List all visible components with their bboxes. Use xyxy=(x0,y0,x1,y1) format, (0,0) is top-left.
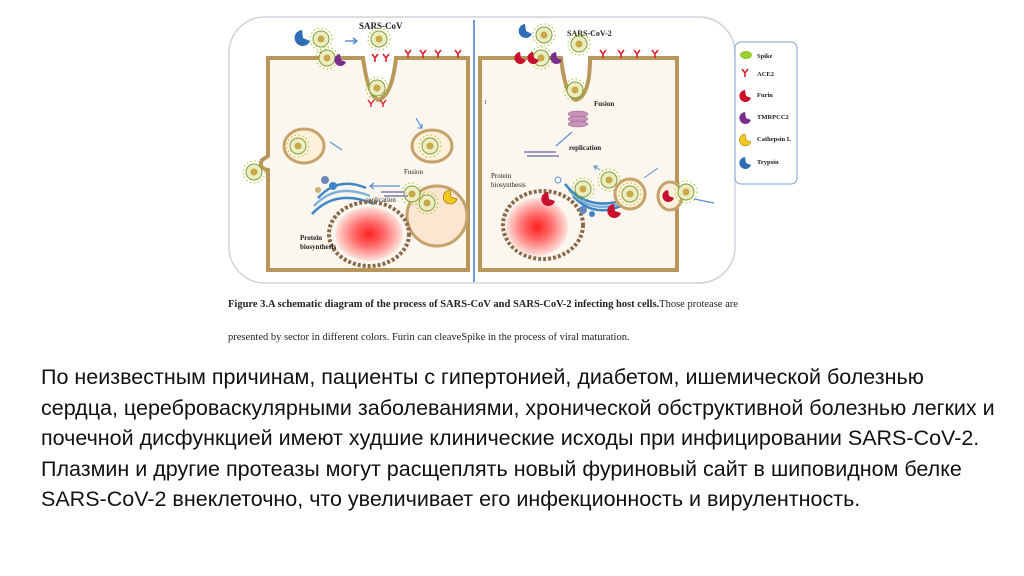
ace2-receptors-right xyxy=(599,49,659,58)
legend-label: Spike xyxy=(757,53,773,60)
furin-icon xyxy=(662,190,674,202)
rna-coil xyxy=(567,110,589,128)
rna-strands xyxy=(381,191,408,197)
legend-box xyxy=(734,41,798,185)
legend-ace2: ACE2 xyxy=(741,68,774,78)
figure-caption-bold: Figure 3.A schematic diagram of the proc… xyxy=(228,299,660,310)
left-virus-title: SARS-CoV xyxy=(359,21,403,31)
furin-icon xyxy=(607,204,621,218)
replication-label-right: replication xyxy=(569,144,601,152)
trypsin-icon xyxy=(518,24,532,38)
legend-cathepsin-l: Cathepsin L xyxy=(739,133,792,147)
legend-spike: Spike xyxy=(740,51,773,60)
figure-caption-line2: presented by sector in different colors.… xyxy=(228,332,630,343)
figure-caption-line1: Figure 3.A schematic diagram of the proc… xyxy=(228,299,738,310)
endosome xyxy=(410,128,454,164)
fusion-endosome xyxy=(405,184,469,248)
exocytosis-vesicle xyxy=(656,180,684,212)
trypsin-icon xyxy=(294,30,310,46)
golgi-cluster xyxy=(315,176,337,193)
body-paragraph: По неизвестным причинам, пациенты с гипе… xyxy=(41,365,995,511)
legend-label: TMRPCC2 xyxy=(757,114,789,121)
endosome xyxy=(613,177,647,211)
furin-icon xyxy=(514,52,526,64)
figure-caption-rest: Those protease are xyxy=(659,299,738,310)
furin-icon xyxy=(527,52,539,64)
right-virus-title: SARS-CoV-2 xyxy=(567,29,612,38)
protein-label-right: Protein xyxy=(491,172,512,180)
legend-tmprss2: TMRPCC2 xyxy=(739,112,789,124)
arrow-icon xyxy=(345,37,359,45)
mark-1: 1 xyxy=(484,100,487,106)
nucleus-left xyxy=(327,200,411,268)
biosynthesis-label-right: biosynthesis xyxy=(491,181,526,189)
furin-icon xyxy=(541,192,555,206)
fusion-label-left: Fusion xyxy=(404,168,424,176)
golgi-cluster xyxy=(579,206,595,217)
endosome xyxy=(282,127,326,165)
legend-label: ACE2 xyxy=(757,71,774,78)
legend-trypsin: Trypsin xyxy=(739,157,779,169)
tmprss2-icon xyxy=(550,52,562,64)
nucleus-right xyxy=(501,189,585,261)
legend-label: Trypsin xyxy=(757,159,779,166)
legend-label: Cathepsin L xyxy=(757,136,792,143)
replication-label-left: replication xyxy=(366,196,396,204)
protein-label-left: Protein xyxy=(300,234,322,242)
biosynthesis-label-left: biosynthesis xyxy=(300,243,336,251)
tmprss2-icon xyxy=(334,54,346,66)
rna-strands xyxy=(524,151,559,157)
sars-cov-diagram: SARS-CoV SARS-CoV-2 Fusion xyxy=(228,16,798,284)
fusion-label-right: Fusion xyxy=(594,100,614,108)
legend-label: Furin xyxy=(757,92,773,99)
cathepsin-l-icon xyxy=(443,189,458,205)
legend-furin: Furin xyxy=(739,90,773,102)
